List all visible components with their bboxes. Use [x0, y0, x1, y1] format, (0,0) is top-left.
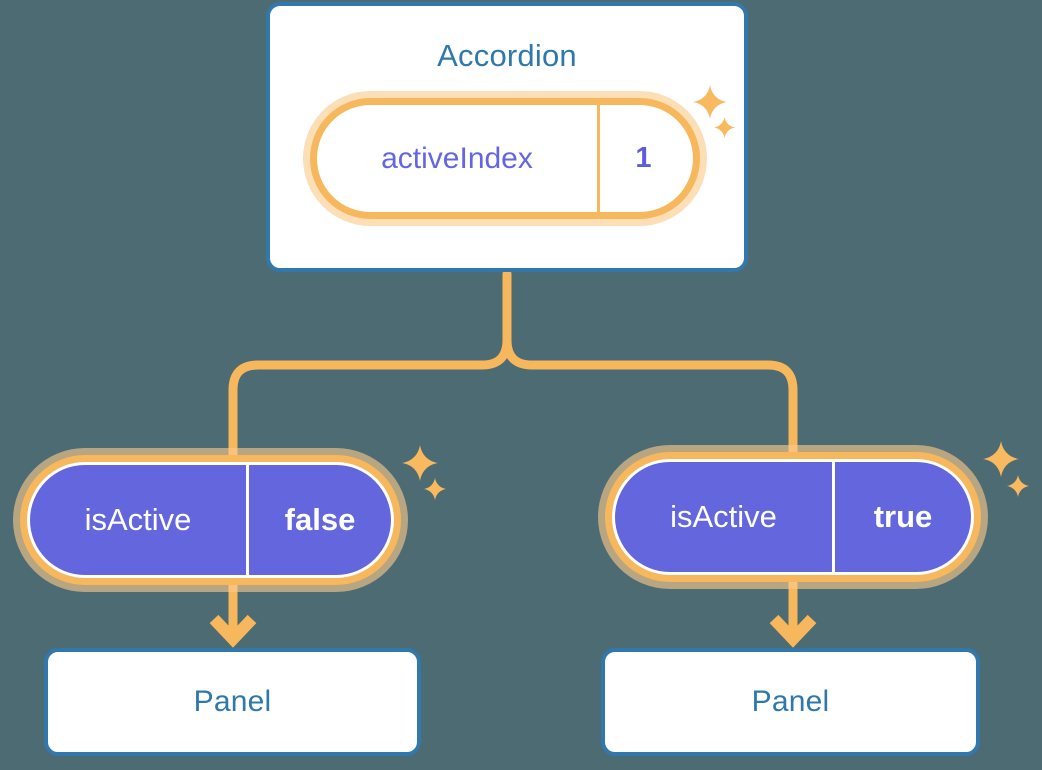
component-card-panel-left[interactable]: Panel [44, 648, 421, 756]
state-pill-is-active-true[interactable]: isActive true [605, 452, 981, 582]
state-pill-name: isActive [615, 462, 835, 572]
component-card-panel-right[interactable]: Panel [601, 648, 980, 756]
sparkle-small-icon [423, 477, 447, 501]
state-pill-value: false [249, 465, 391, 575]
panel-title: Panel [193, 685, 272, 718]
state-pill-is-active-false[interactable]: isActive false [20, 455, 401, 585]
state-pill-name: activeIndex [317, 105, 600, 212]
state-pill-value: true [835, 462, 971, 572]
sparkle-large-icon [982, 440, 1020, 478]
panel-title: Panel [751, 685, 830, 718]
sparkle-small-icon [1006, 474, 1030, 498]
arrow-down-icon-right [769, 614, 817, 648]
connector-branch-left [228, 335, 512, 460]
connector-branch-right [502, 335, 798, 457]
sparkle-large-icon [401, 444, 439, 482]
state-pill-name: isActive [30, 465, 249, 575]
state-pill-active-index[interactable]: activeIndex 1 [310, 98, 700, 219]
arrow-down-icon-left [209, 614, 257, 648]
state-pill-value: 1 [635, 142, 652, 174]
page-title: Accordion [437, 38, 577, 73]
